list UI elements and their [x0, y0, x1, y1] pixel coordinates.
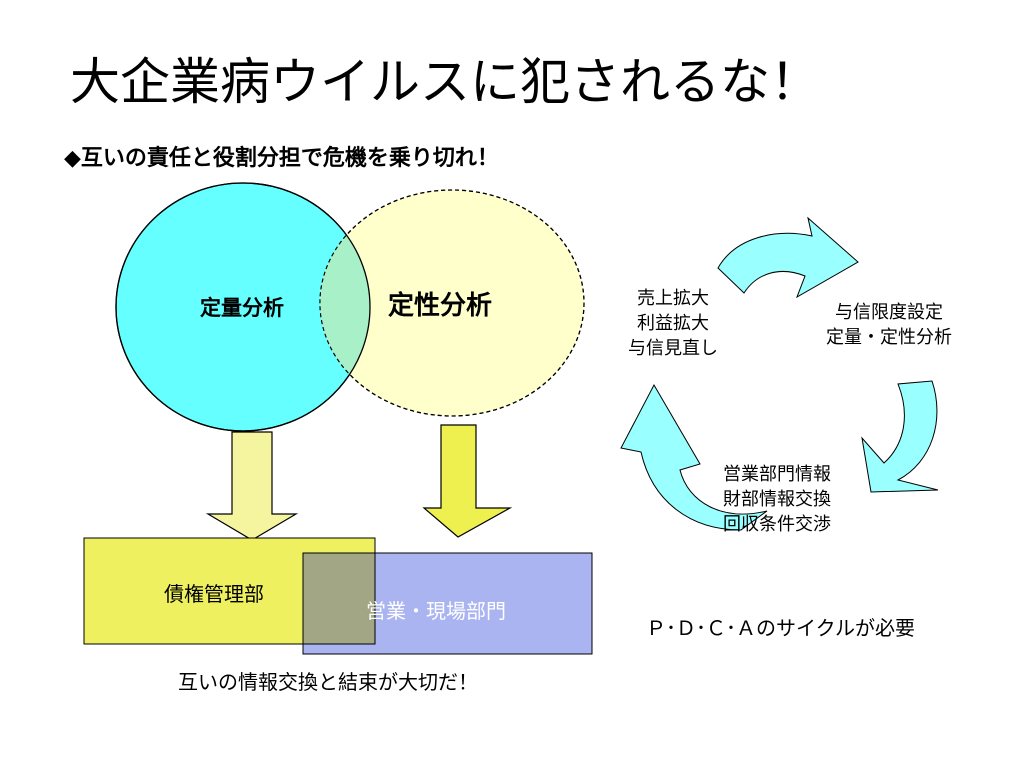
- circle-quantitative-label: 定量分析: [200, 296, 284, 320]
- circle-qualitative-label: 定性分析: [388, 291, 493, 321]
- cycle-step-2: 与信限度設定 定量・定性分析: [826, 300, 952, 350]
- cycle-step-3-line: 営業部門情報: [723, 464, 831, 485]
- cycle-arrow-left: [620, 383, 768, 531]
- pdca-note: Ｐ･Ｄ･Ｃ･Ａのサイクルが必要: [646, 616, 915, 640]
- cycle-step-2-line: 与信限度設定: [835, 302, 943, 323]
- subtitle: ◆互いの責任と役割分担で危機を乗り切れ！: [64, 146, 499, 171]
- cycle-step-1: 売上拡大 利益拡大 与信見直し: [628, 286, 718, 361]
- cycle-step-1-line: 与信見直し: [628, 338, 718, 359]
- cycle-step-1-line: 利益拡大: [637, 313, 709, 334]
- cycle-step-3-line: 回収条件交渉: [723, 514, 831, 535]
- box-sales-field-label: 営業・現場部門: [366, 599, 506, 623]
- cycle-arrow-right: [861, 380, 939, 493]
- caption: 互いの情報交換と結束が大切だ！: [178, 670, 478, 694]
- cycle-step-2-line: 定量・定性分析: [826, 327, 952, 348]
- page-title: 大企業病ウイルスに犯されるな！: [70, 53, 820, 111]
- cycle-step-3: 営業部門情報 財部情報交換 回収条件交渉: [723, 462, 831, 537]
- cycle-step-3-line: 財部情報交換: [723, 489, 831, 510]
- cycle-step-1-line: 売上拡大: [637, 288, 709, 309]
- cycle-arrow-top: [717, 216, 859, 299]
- down-arrow-left: [205, 431, 299, 541]
- box-credit-management-label: 債権管理部: [164, 582, 264, 606]
- down-arrow-right: [422, 424, 513, 538]
- box-overlap: [303, 553, 375, 644]
